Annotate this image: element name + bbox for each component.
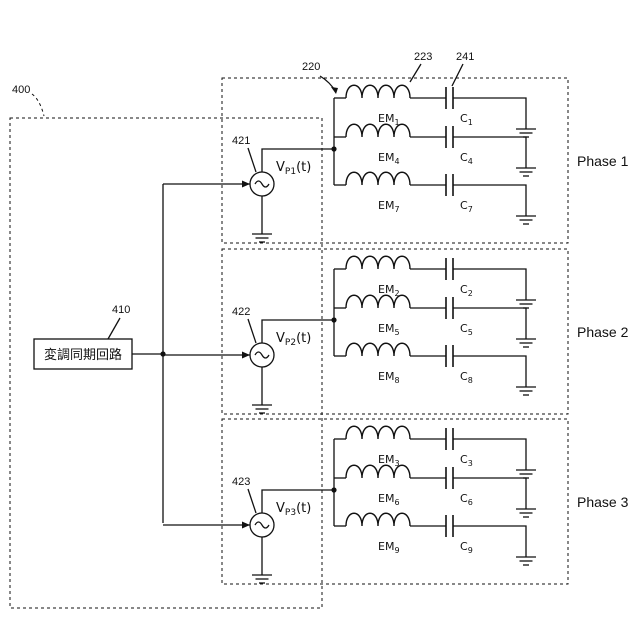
source-label: VP3(t) xyxy=(276,501,311,518)
feed-arrowhead xyxy=(242,522,250,529)
ground-icon xyxy=(516,557,536,565)
coil-icon xyxy=(346,426,410,439)
capacitor-label: C9 xyxy=(460,540,473,555)
coil-icon xyxy=(346,256,410,269)
branch-2: EM5 C5 xyxy=(334,295,536,347)
coil-label: EM9 xyxy=(378,540,400,555)
capacitor-label: C6 xyxy=(460,492,473,507)
capacitor-label: C5 xyxy=(460,322,473,337)
feed-arrowhead xyxy=(242,181,250,188)
ground-icon xyxy=(516,339,536,347)
coil-icon xyxy=(346,295,410,308)
coil-ref: 223 xyxy=(414,51,432,63)
ground-icon xyxy=(516,470,536,478)
ground-icon xyxy=(516,216,536,224)
capacitor-ref-leader xyxy=(452,64,463,86)
controller-ref: 410 xyxy=(112,304,130,316)
feed-arrowhead xyxy=(242,352,250,359)
coil-group-arrowhead xyxy=(331,87,338,94)
coil-label: EM5 xyxy=(378,322,400,337)
source-ref: 421 xyxy=(232,135,250,147)
capacitor-ref: 241 xyxy=(456,51,474,63)
controller-label: 変調同期回路 xyxy=(44,347,122,363)
branch-2: EM6 C6 xyxy=(334,465,536,517)
source-ref-leader xyxy=(248,489,256,513)
capacitor-label: C7 xyxy=(460,199,473,214)
coil-group-ref: 220 xyxy=(302,61,320,73)
coil-icon xyxy=(346,172,410,185)
ground-icon xyxy=(516,129,536,137)
coil-icon xyxy=(346,513,410,526)
branch-2: EM4 C4 xyxy=(334,124,536,176)
coil-label: EM7 xyxy=(378,199,400,214)
controller-group-ref: 400 xyxy=(12,84,30,96)
coil-icon xyxy=(346,343,410,356)
coil-label: EM8 xyxy=(378,370,400,385)
capacitor-label: C1 xyxy=(460,112,473,127)
ground-icon xyxy=(252,575,272,583)
phase-1: Phase 1 421VP1(t) EM1C1EM4 C4EM7 C7 xyxy=(163,85,629,242)
ground-icon xyxy=(252,234,272,242)
coil-label: EM6 xyxy=(378,492,400,507)
coil-label: EM4 xyxy=(378,151,400,166)
phase-3: Phase 3 423VP3(t) EM3C3EM6 C6EM9 C9 xyxy=(163,426,629,583)
branch-3: EM7 C7 xyxy=(334,172,536,224)
ground-icon xyxy=(252,405,272,413)
ground-icon xyxy=(516,509,536,517)
source-ref: 422 xyxy=(232,306,250,318)
coil-ref-leader xyxy=(410,64,421,82)
branch-3: EM8 C8 xyxy=(334,343,536,395)
capacitor-label: C8 xyxy=(460,370,473,385)
source-label: VP2(t) xyxy=(276,331,311,348)
coil-icon xyxy=(346,85,410,98)
controller-group-leader xyxy=(32,94,44,116)
capacitor-label: C4 xyxy=(460,151,473,166)
ground-icon xyxy=(516,387,536,395)
branch-1: EM1C1 xyxy=(334,85,536,137)
ground-icon xyxy=(516,168,536,176)
phase-label: Phase 3 xyxy=(577,494,629,510)
branch-1: EM3C3 xyxy=(334,426,536,478)
phase-label: Phase 2 xyxy=(577,324,629,340)
coil-icon xyxy=(346,465,410,478)
branch-3: EM9 C9 xyxy=(334,513,536,565)
phase-groups: Phase 1 421VP1(t) EM1C1EM4 C4EM7 C7Phase 2 42… xyxy=(163,85,629,583)
source-ref-leader xyxy=(248,319,256,343)
capacitor-label: C2 xyxy=(460,283,473,298)
source-label: VP1(t) xyxy=(276,160,311,177)
source-ref: 423 xyxy=(232,476,250,488)
phase-2: Phase 2 422VP2(t) EM2C2EM5 C5EM8 C8 xyxy=(163,256,629,413)
ground-icon xyxy=(516,300,536,308)
capacitor-label: C3 xyxy=(460,453,473,468)
branch-1: EM2C2 xyxy=(334,256,536,308)
coil-icon xyxy=(346,124,410,137)
controller-ref-leader xyxy=(108,318,120,339)
phase-label: Phase 1 xyxy=(577,153,629,169)
source-ref-leader xyxy=(248,148,256,172)
